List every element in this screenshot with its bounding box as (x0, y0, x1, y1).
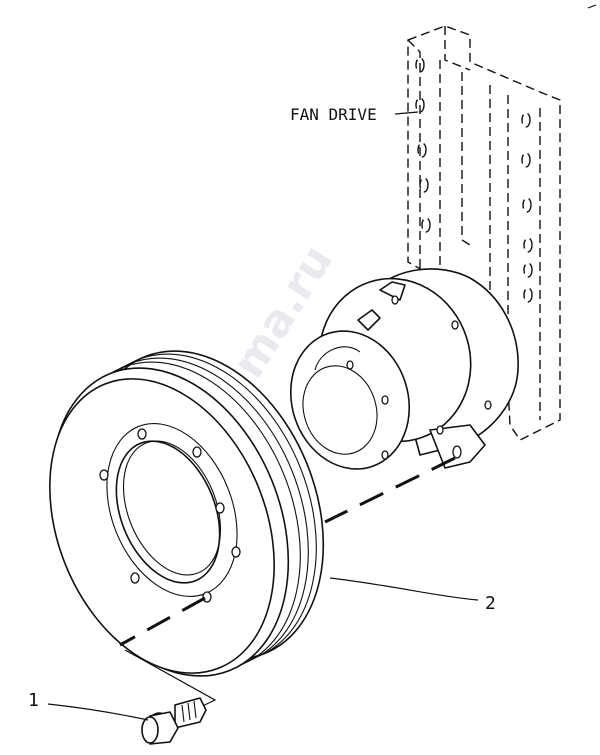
callout-2-label: 2 (485, 593, 496, 614)
label-fan-drive: FAN DRIVE (290, 105, 419, 124)
callout-2: 2 (329, 577, 496, 614)
bolt (141, 697, 207, 745)
callout-1: 1 (28, 690, 149, 721)
pulley-bolt-holes (99, 428, 241, 603)
bracket-holes (415, 57, 533, 303)
fan-drive-hub (289, 268, 519, 470)
hub-bolt-holes (346, 295, 492, 460)
pulley (49, 350, 325, 677)
corner-mark (587, 4, 597, 9)
callout-1-label: 1 (28, 690, 39, 711)
fan-drive-label: FAN DRIVE (290, 105, 377, 124)
